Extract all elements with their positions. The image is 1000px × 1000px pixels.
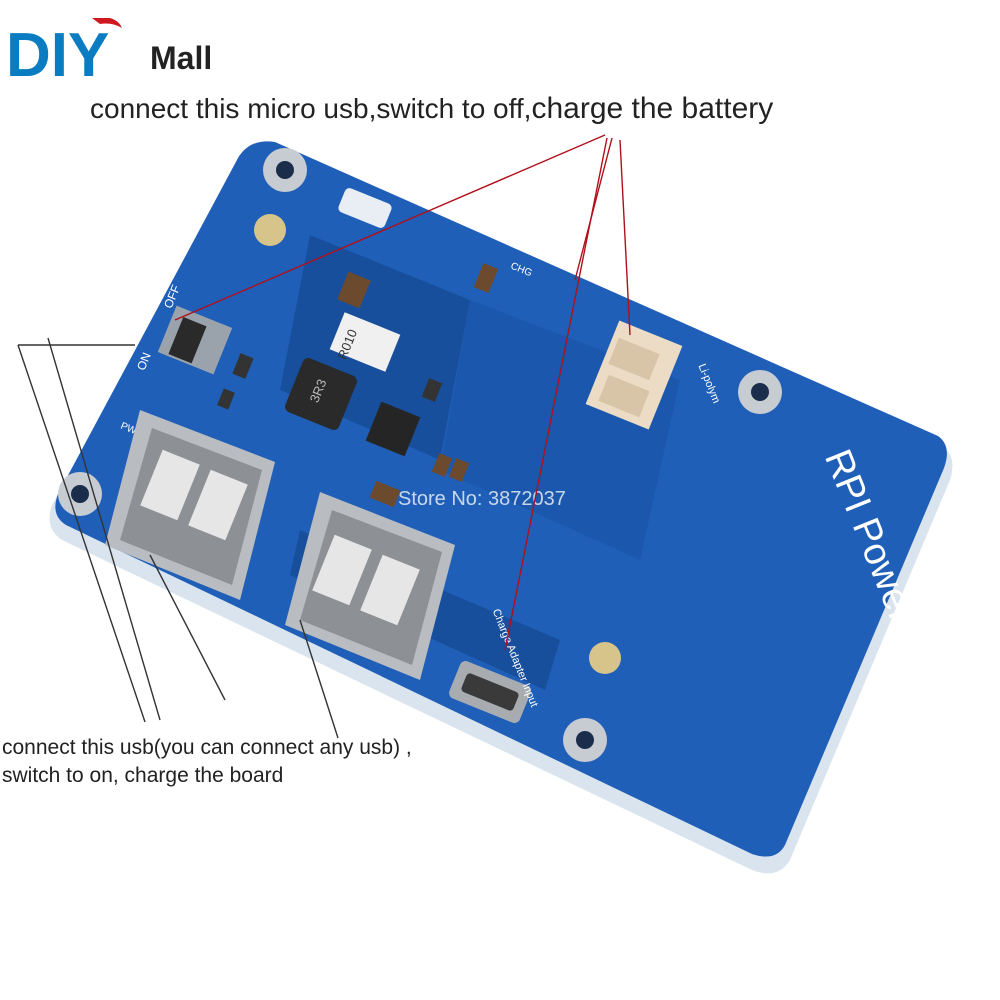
bottom-caption-line1: connect this usb(you can connect any usb… [2,736,412,759]
top-caption-part1: connect this micro usb,switch to off, [90,93,532,124]
usb-a-port-right [285,492,455,680]
gold-pad [254,214,286,246]
diymall-logo: DIY [6,18,122,84]
battery-connector [585,320,683,430]
top-caption: connect this micro usb,switch to off,cha… [90,92,773,126]
pcb-surface [55,141,947,857]
bottom-caption: connect this usb(you can connect any usb… [2,734,412,790]
gold-pad [589,642,621,674]
logo-letters: DIY [6,21,109,84]
board-slot [338,188,392,228]
callout-lines-lower [17,337,339,739]
usb-a-port-left [105,410,275,600]
switch-on-label: ON [134,350,154,372]
power-switch [157,305,233,375]
bottom-caption-line2: switch to on, charge the board [2,764,284,787]
smd-components [217,262,499,508]
inductor [285,358,357,430]
top-caption-part2: charge the battery [531,92,774,125]
logo-swoosh [92,18,122,28]
callout-lines [174,134,631,651]
resistor [329,312,401,372]
store-watermark: Store No: 3872037 [398,488,566,510]
ic-chip [365,401,421,457]
mounting-holes [58,148,782,762]
logo-suffix: Mall [150,40,213,76]
